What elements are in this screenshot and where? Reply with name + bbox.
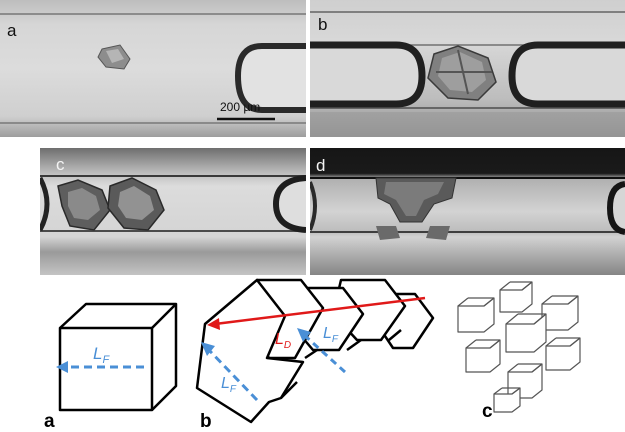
crystal-cluster-c1 [57, 179, 111, 231]
label-lf-1: LF [221, 375, 237, 395]
label-lf: LF [93, 344, 110, 366]
micrograph-b: b [310, 0, 625, 137]
label-lf-2: LF [323, 325, 339, 345]
panel-label-d: d [316, 156, 326, 175]
schematic-label-c: c [482, 401, 493, 422]
schematic-c [448, 276, 625, 416]
micrograph-a: a 200 µm [0, 0, 306, 137]
crystal-small [97, 44, 131, 70]
crystal-cluster-c2 [107, 177, 165, 231]
crystal-dendrite-d [375, 177, 457, 240]
face-length-arrow-2 [301, 332, 347, 374]
scale-bar-label: 200 µm [220, 100, 261, 114]
schematic-label-b: b [200, 411, 212, 432]
micrograph-d: d [310, 148, 625, 275]
micrograph-c: c [40, 148, 306, 275]
schematic-a: LF [40, 296, 180, 429]
crystal-cluster-b [427, 45, 497, 101]
panel-label-c: c [56, 155, 65, 174]
label-ld: LD [275, 331, 291, 351]
dendrite-length-arrow [214, 296, 426, 326]
schematic-b: LD LF LF [185, 270, 450, 429]
schematic-label-a: a [44, 411, 55, 432]
panel-label-b: b [318, 15, 328, 34]
panel-label-a: a [7, 21, 17, 40]
